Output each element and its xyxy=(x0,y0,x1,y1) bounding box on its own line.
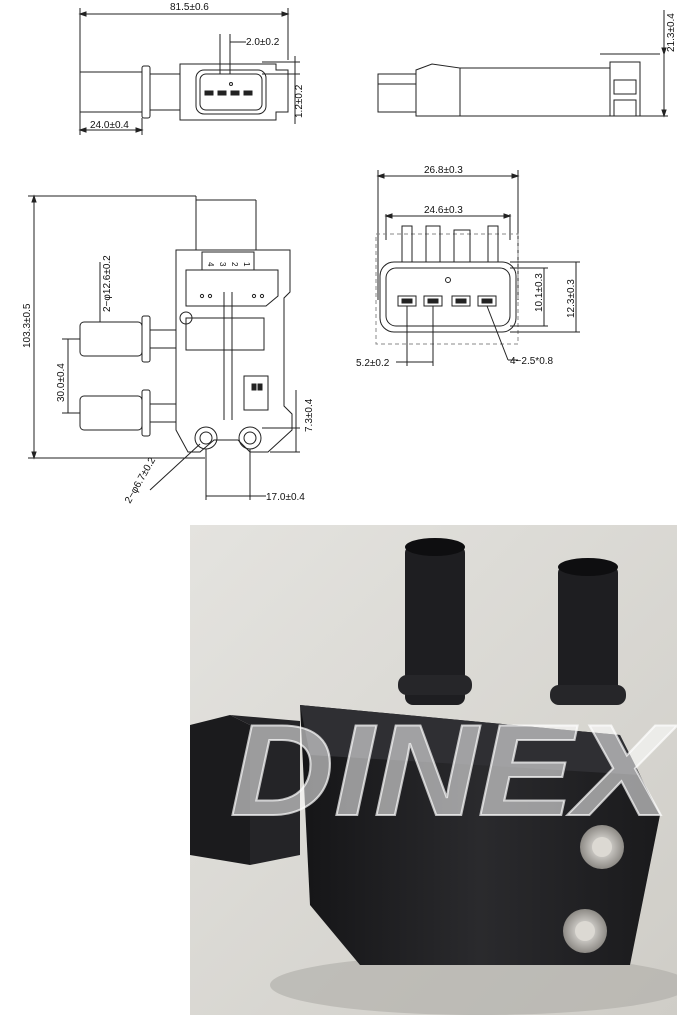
watermark-text: DINEX xyxy=(230,697,677,843)
pin-number-4: 4 xyxy=(206,262,215,267)
side-height-label: 21.3±0.4 xyxy=(666,13,677,52)
watermark: DINEX xyxy=(229,696,677,844)
overall-length-label: 81.5±0.6 xyxy=(170,2,209,13)
tube-spacing-label: 30.0±0.4 xyxy=(56,363,67,402)
pin-height-label: 1.2±0.2 xyxy=(294,84,305,118)
product-photo: DINEX xyxy=(190,525,677,1015)
tube-length-label: 24.0±0.4 xyxy=(90,120,129,131)
connector-outer-width-label: 26.8±0.3 xyxy=(424,165,463,176)
pin-pitch-label: 2.0±0.2 xyxy=(246,37,280,48)
tube-diameter-label: 2−φ12.6±0.2 xyxy=(102,255,113,312)
connector-inner-width-label: 24.6±0.3 xyxy=(424,205,463,216)
hole-spacing-label: 17.0±0.4 xyxy=(266,492,305,503)
side-view xyxy=(377,10,668,118)
connector-face-view xyxy=(375,170,580,366)
technical-drawing: 81.5±0.6 2.0±0.2 1.2±0.2 24.0±0.4 21.3±0… xyxy=(22,2,677,506)
pin-size-label: 4−2.5*0.8 xyxy=(510,356,554,367)
top-view xyxy=(78,8,300,135)
pin-spacing-label: 5.2±0.2 xyxy=(356,358,390,369)
connector-outer-height-label: 12.3±0.3 xyxy=(566,279,577,318)
total-height-label: 103.3±0.5 xyxy=(22,303,33,348)
pin-number-1: 1 xyxy=(242,262,251,267)
connector-inner-height-label: 10.1±0.3 xyxy=(534,273,545,312)
front-view xyxy=(28,194,300,500)
pin-number-2: 2 xyxy=(230,262,239,267)
pin-number-3: 3 xyxy=(218,262,227,267)
hole-offset-label: 7.3±0.4 xyxy=(304,398,315,432)
hole-diameter-label: 2−φ6.7±0.2 xyxy=(123,455,158,505)
